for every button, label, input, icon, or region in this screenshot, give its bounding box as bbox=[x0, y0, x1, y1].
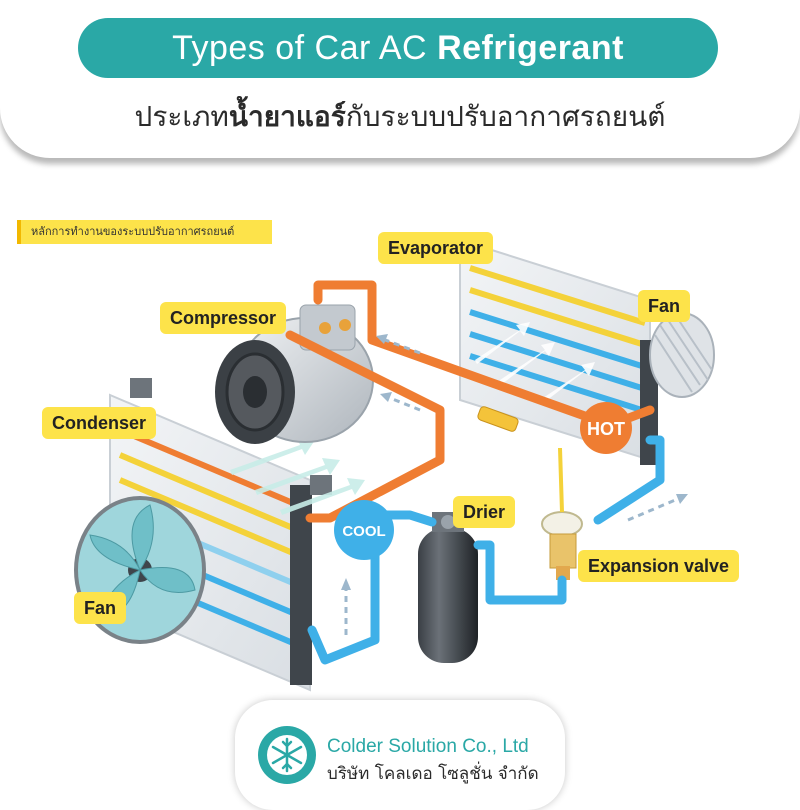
company-logo bbox=[258, 726, 316, 784]
label-condenser: Condenser bbox=[42, 407, 157, 439]
label-expansion-valve: Expansion valve bbox=[578, 550, 740, 582]
compressor bbox=[215, 304, 374, 444]
fan-right bbox=[649, 312, 715, 398]
label-drier: Drier bbox=[453, 496, 516, 528]
evaporator-airflow-arrows bbox=[475, 322, 595, 404]
cool-badge-label: COOL bbox=[342, 523, 385, 540]
flow-arrowheads bbox=[341, 334, 688, 590]
subtitle-part1: ประเภท bbox=[134, 100, 229, 133]
snowflake-icon bbox=[271, 737, 303, 773]
label-compressor: Compressor bbox=[160, 302, 287, 334]
company-name-th: บริษัท โคลเดอ โซลูชั่น จำกัด bbox=[327, 764, 539, 784]
page-title: Types of Car AC Refrigerant bbox=[78, 18, 718, 78]
flow-arrows bbox=[344, 336, 681, 635]
subtitle-part2: กับระบบปรับอากาศรถยนต์ bbox=[345, 100, 666, 133]
label-fan-left: Fan bbox=[74, 592, 127, 624]
title-bold: Refrigerant bbox=[437, 29, 624, 67]
subtitle-bold: น้ำยาแอร์ bbox=[228, 100, 346, 133]
label-evaporator: Evaporator bbox=[378, 232, 494, 264]
cool-badge: COOL bbox=[334, 500, 394, 560]
section-label: หลักการทำงานของระบบปรับอากาศรถยนต์ bbox=[17, 220, 272, 244]
title-prefix: Types of Car AC bbox=[172, 29, 438, 67]
company-card: Colder Solution Co., Ltd บริษัท โคลเดอ โ… bbox=[235, 700, 565, 810]
condenser-airflow-arrows bbox=[230, 438, 365, 515]
label-fan-right: Fan bbox=[638, 290, 691, 322]
drier bbox=[418, 512, 478, 663]
hot-badge-label: HOT bbox=[587, 419, 625, 439]
sight-glass bbox=[477, 406, 519, 432]
header-card: Types of Car AC Refrigerant ประเภทน้ำยาแ… bbox=[0, 0, 800, 158]
page-subtitle: ประเภทน้ำยาแอร์กับระบบปรับอากาศรถยนต์ bbox=[0, 95, 800, 139]
company-name-en: Colder Solution Co., Ltd bbox=[327, 736, 529, 757]
expansion-valve bbox=[541, 447, 583, 580]
hot-badge: HOT bbox=[580, 402, 632, 454]
